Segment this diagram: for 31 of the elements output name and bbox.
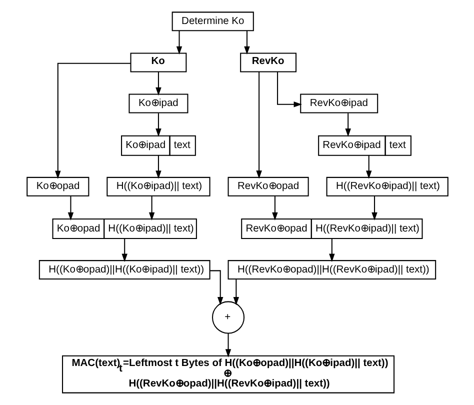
node-box: H((RevKo⊕ipad)|| text) [326, 176, 448, 196]
arrow [232, 279, 239, 306]
arrow [366, 155, 372, 179]
arrow [344, 113, 350, 137]
arrow [272, 196, 278, 221]
node-box: H((Ko⊕opad)||H((Ko⊕ipad)|| text)) [38, 260, 210, 280]
arrow [54, 62, 130, 179]
arrow [224, 333, 231, 358]
node-box: Ko⊕opad [26, 176, 89, 196]
node-box: H((Ko⊕ipad)|| text) [106, 176, 210, 196]
node-box: RevKo⊕ipad [300, 94, 378, 114]
arrow [371, 196, 377, 221]
arrow [155, 155, 161, 179]
arrow [328, 238, 334, 262]
arrow [121, 238, 127, 262]
node-box: RevKo [240, 52, 296, 72]
node-box: Ko⊕ipad [128, 94, 188, 114]
node-box: Ko [130, 52, 186, 72]
node-circle: + [211, 301, 244, 334]
arrow [155, 113, 161, 137]
node-box: H((RevKo⊕opad)||H((RevKo⊕ipad)|| text)) [227, 260, 436, 280]
arrow [256, 72, 262, 179]
arrow [155, 72, 161, 96]
node-box: RevKo⊕opad [227, 176, 308, 196]
arrow [276, 72, 302, 108]
arrow [176, 30, 182, 55]
arrow [244, 30, 250, 55]
arrow [67, 196, 74, 221]
arrow [148, 196, 154, 221]
arrow [210, 270, 223, 306]
node-box: Determine Ko [171, 12, 254, 32]
